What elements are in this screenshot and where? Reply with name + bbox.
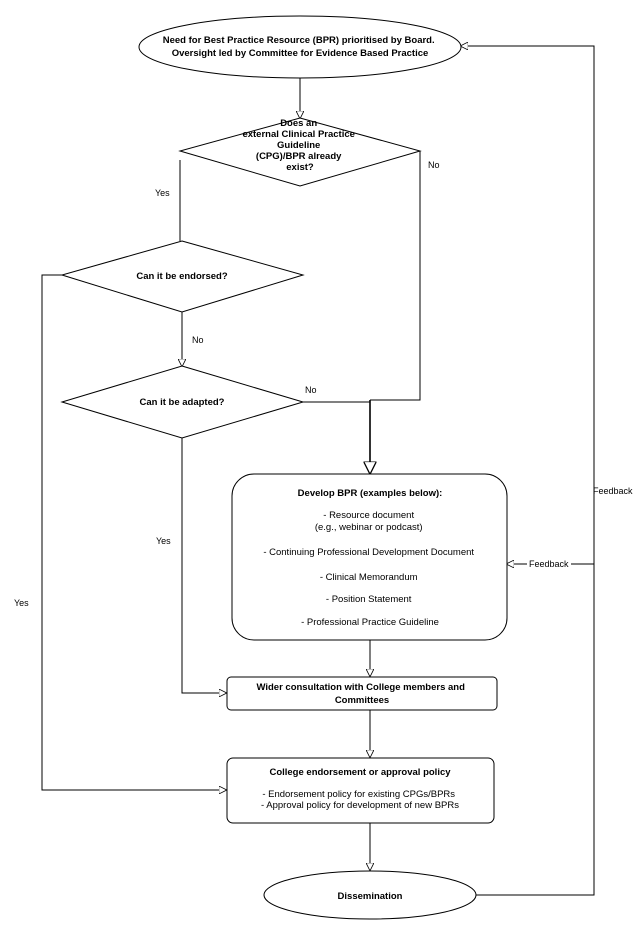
label-endorsed-no: No (192, 335, 204, 345)
consultation-line-1: Wider consultation with College members … (256, 682, 465, 693)
decision-exists (178, 117, 422, 187)
decision-exists-line-5: exist? (286, 162, 314, 173)
endorsement-node (226, 757, 495, 824)
label-exists-yes: Yes (155, 188, 170, 198)
decision-exists-line-1: Does an (280, 118, 317, 129)
decision-exists-text: Does an external Clinical Practice Guide… (242, 118, 357, 173)
develop-item-5: - Professional Practice Guideline (301, 617, 439, 628)
endorsement-item-2: - Approval policy for development of new… (261, 800, 459, 811)
label-exists-no: No (428, 160, 440, 170)
consultation-line-2: Committees (335, 695, 389, 706)
decision-exists-line-2: external Clinical Practice (242, 129, 354, 140)
decision-adapted-text: Can it be adapted? (140, 397, 225, 408)
decision-endorsed-text: Can it be endorsed? (136, 271, 228, 282)
develop-list: - Resource document (e.g., webinar or po… (263, 510, 476, 628)
edge-endorsed-yes (41, 274, 226, 790)
start-node (138, 15, 462, 79)
develop-item-4: - Position Statement (326, 594, 412, 605)
start-line-1: Need for Best Practice Resource (BPR) pr… (163, 35, 435, 46)
decision-exists-line-4: (CPG)/BPR already (256, 151, 342, 162)
endorsement-item-1: - Endorsement policy for existing CPGs/B… (262, 789, 455, 800)
develop-item-1: - Resource document (323, 510, 414, 521)
label-feedback-develop: Feedback (529, 559, 569, 569)
develop-title: Develop BPR (examples below): (298, 488, 443, 499)
label-endorsed-yes: Yes (14, 598, 29, 608)
consultation-text: Wider consultation with College members … (256, 682, 467, 706)
decision-exists-line-3: Guideline (277, 140, 320, 151)
edge-exists-no (370, 151, 421, 401)
endorsement-list: - Endorsement policy for existing CPGs/B… (261, 789, 459, 811)
decision-endorsed (60, 240, 305, 313)
dissemination-text: Dissemination (338, 891, 403, 902)
label-feedback-develop-bg (527, 558, 571, 570)
label-adapted-no: No (305, 385, 317, 395)
develop-node (231, 473, 508, 641)
edge-feedback-main (461, 46, 595, 896)
develop-item-3: - Clinical Memorandum (320, 572, 418, 583)
start-text: Need for Best Practice Resource (BPR) pr… (163, 35, 438, 59)
develop-item-1b: (e.g., webinar or podcast) (315, 522, 423, 533)
develop-item-2: - Continuing Professional Development Do… (263, 547, 474, 558)
endorsement-title: College endorsement or approval policy (269, 767, 451, 778)
consultation-node (226, 676, 498, 711)
label-feedback-main: Feedback (593, 486, 633, 496)
decision-adapted (60, 365, 305, 439)
edge-adapted-yes (181, 438, 226, 693)
label-adapted-yes: Yes (156, 536, 171, 546)
start-line-2: Oversight led by Committee for Evidence … (172, 48, 429, 59)
dissemination-node (263, 870, 477, 920)
